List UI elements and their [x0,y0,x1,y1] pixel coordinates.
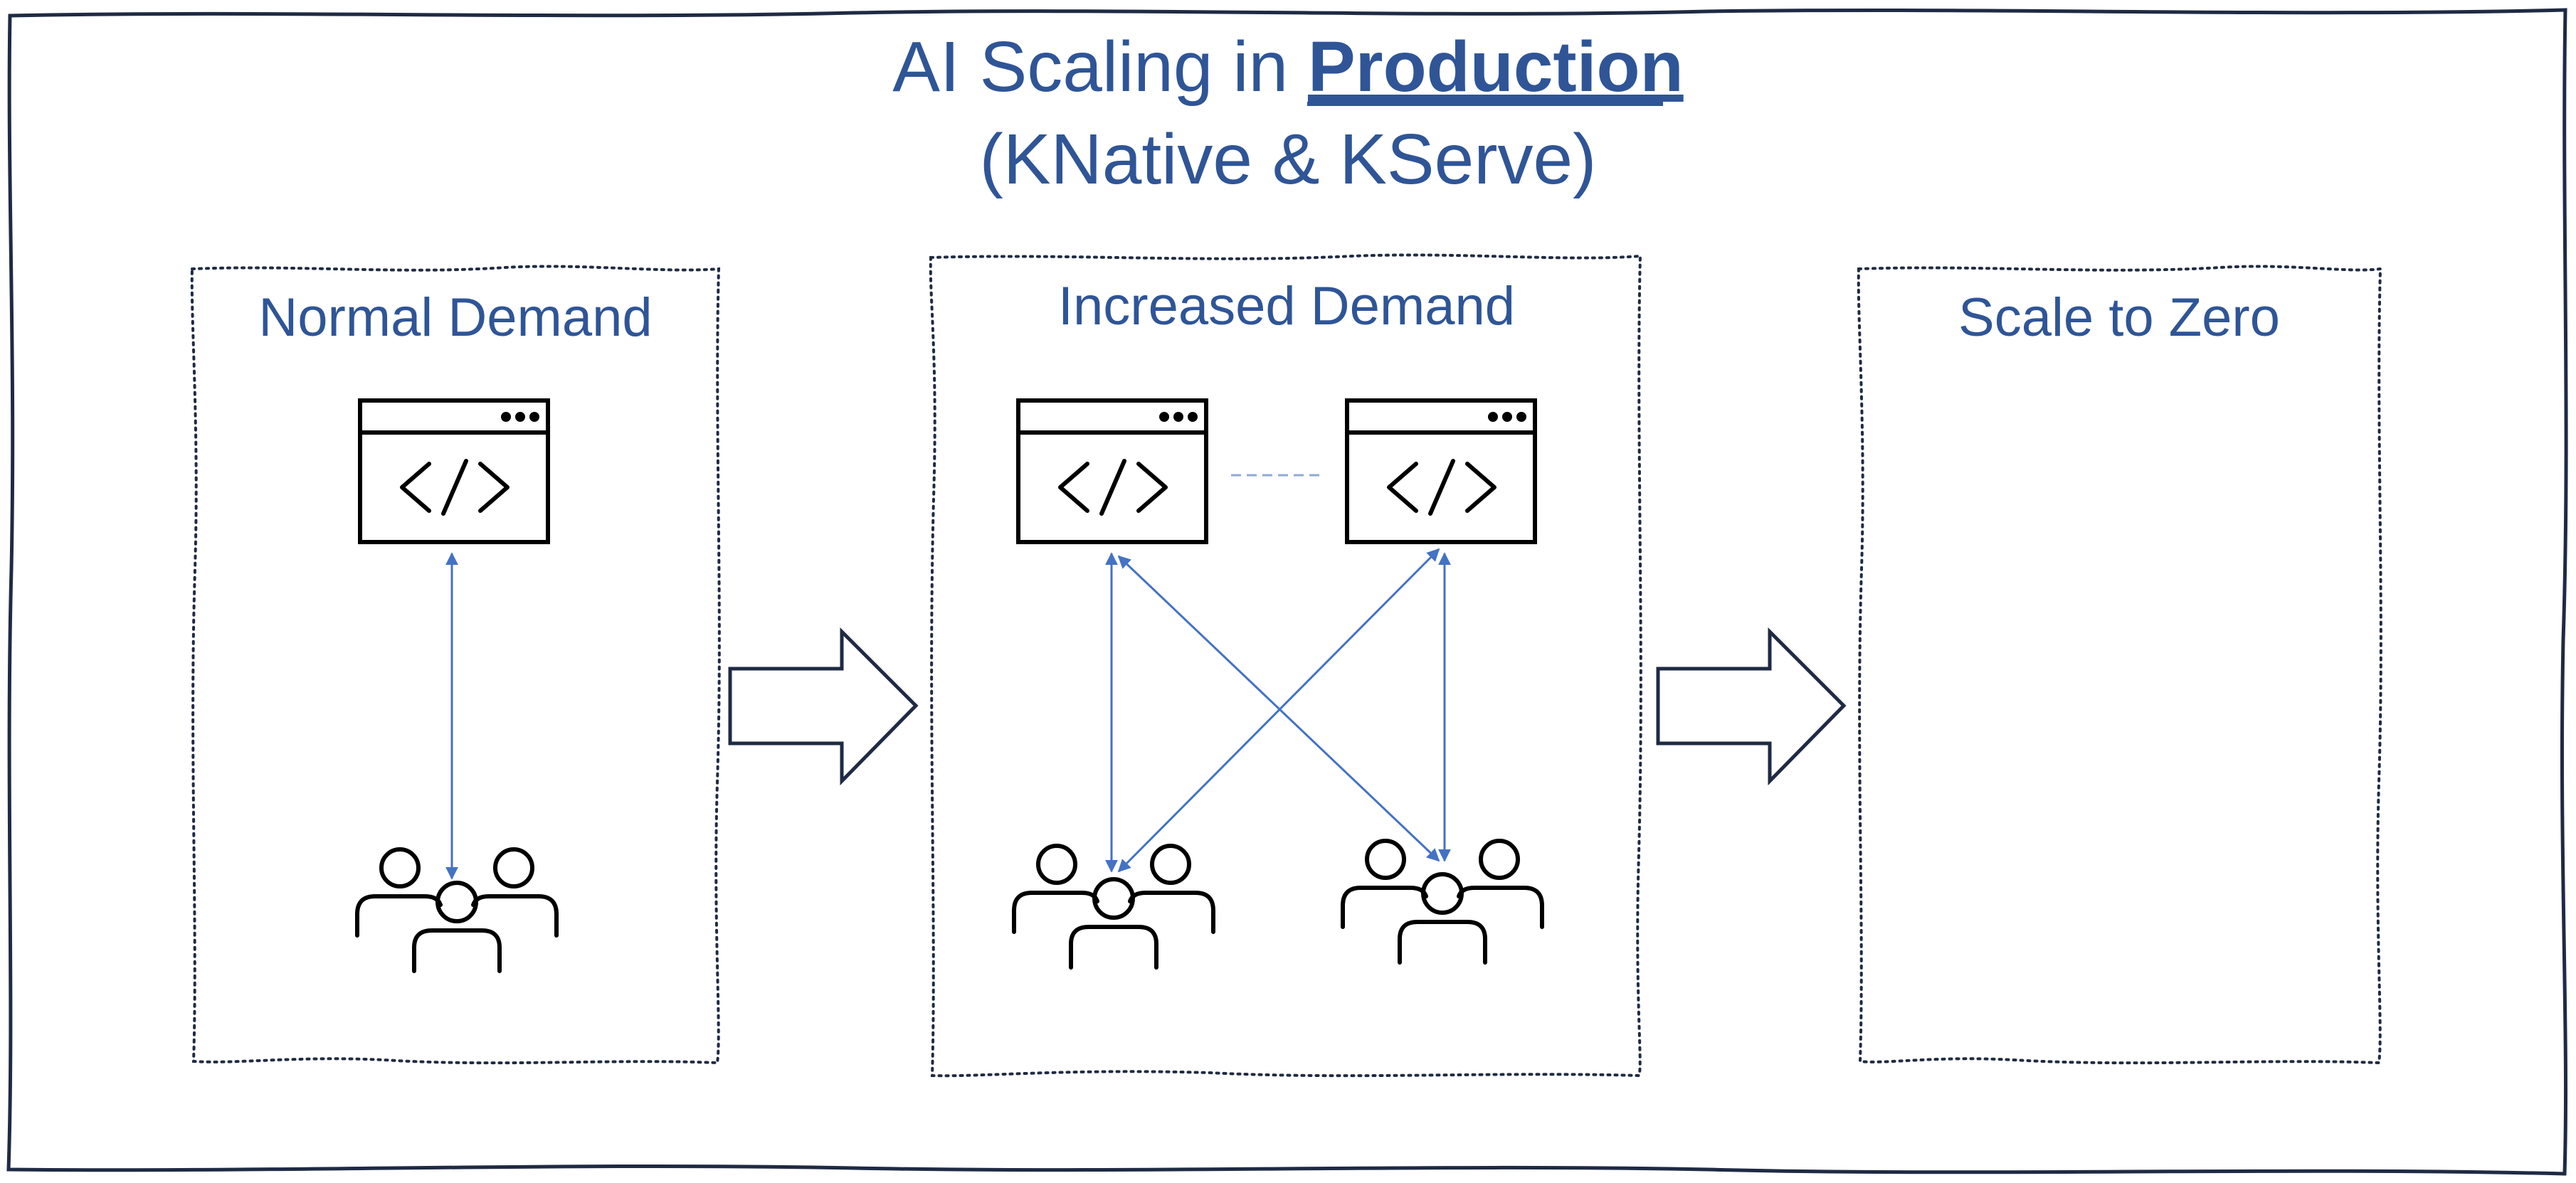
user-group-icon [1014,846,1213,967]
user-group-icon [357,849,556,971]
user-group-icon [1343,841,1542,962]
panel-normal-demand: Normal Demand [190,265,721,1065]
panel-frame [929,253,1642,1078]
panel-scale-to-zero: Scale to Zero [1857,265,2382,1065]
code-window-icon [360,400,548,542]
page-subtitle: (KNative & KServe) [980,120,1597,199]
panel-title: Scale to Zero [1958,287,2280,348]
page-title: AI Scaling in Production [892,27,1683,107]
code-window-icon [1018,400,1206,542]
panel-title: Increased Demand [1058,276,1515,336]
right-arrow-icon [728,627,919,786]
connection-line [1117,548,1440,873]
code-window-icon [1347,400,1535,542]
panel-frame [1857,265,2382,1065]
title-prefix: AI Scaling in [892,27,1308,107]
panel-frame [190,265,721,1065]
panel-title: Normal Demand [258,287,652,348]
outer-frame [6,8,2568,1176]
right-arrow-icon [1656,627,1847,786]
connection-line [1117,555,1440,862]
panel-increased-demand: Increased Demand [929,253,1642,1078]
title-emphasis: Production [1308,27,1684,107]
